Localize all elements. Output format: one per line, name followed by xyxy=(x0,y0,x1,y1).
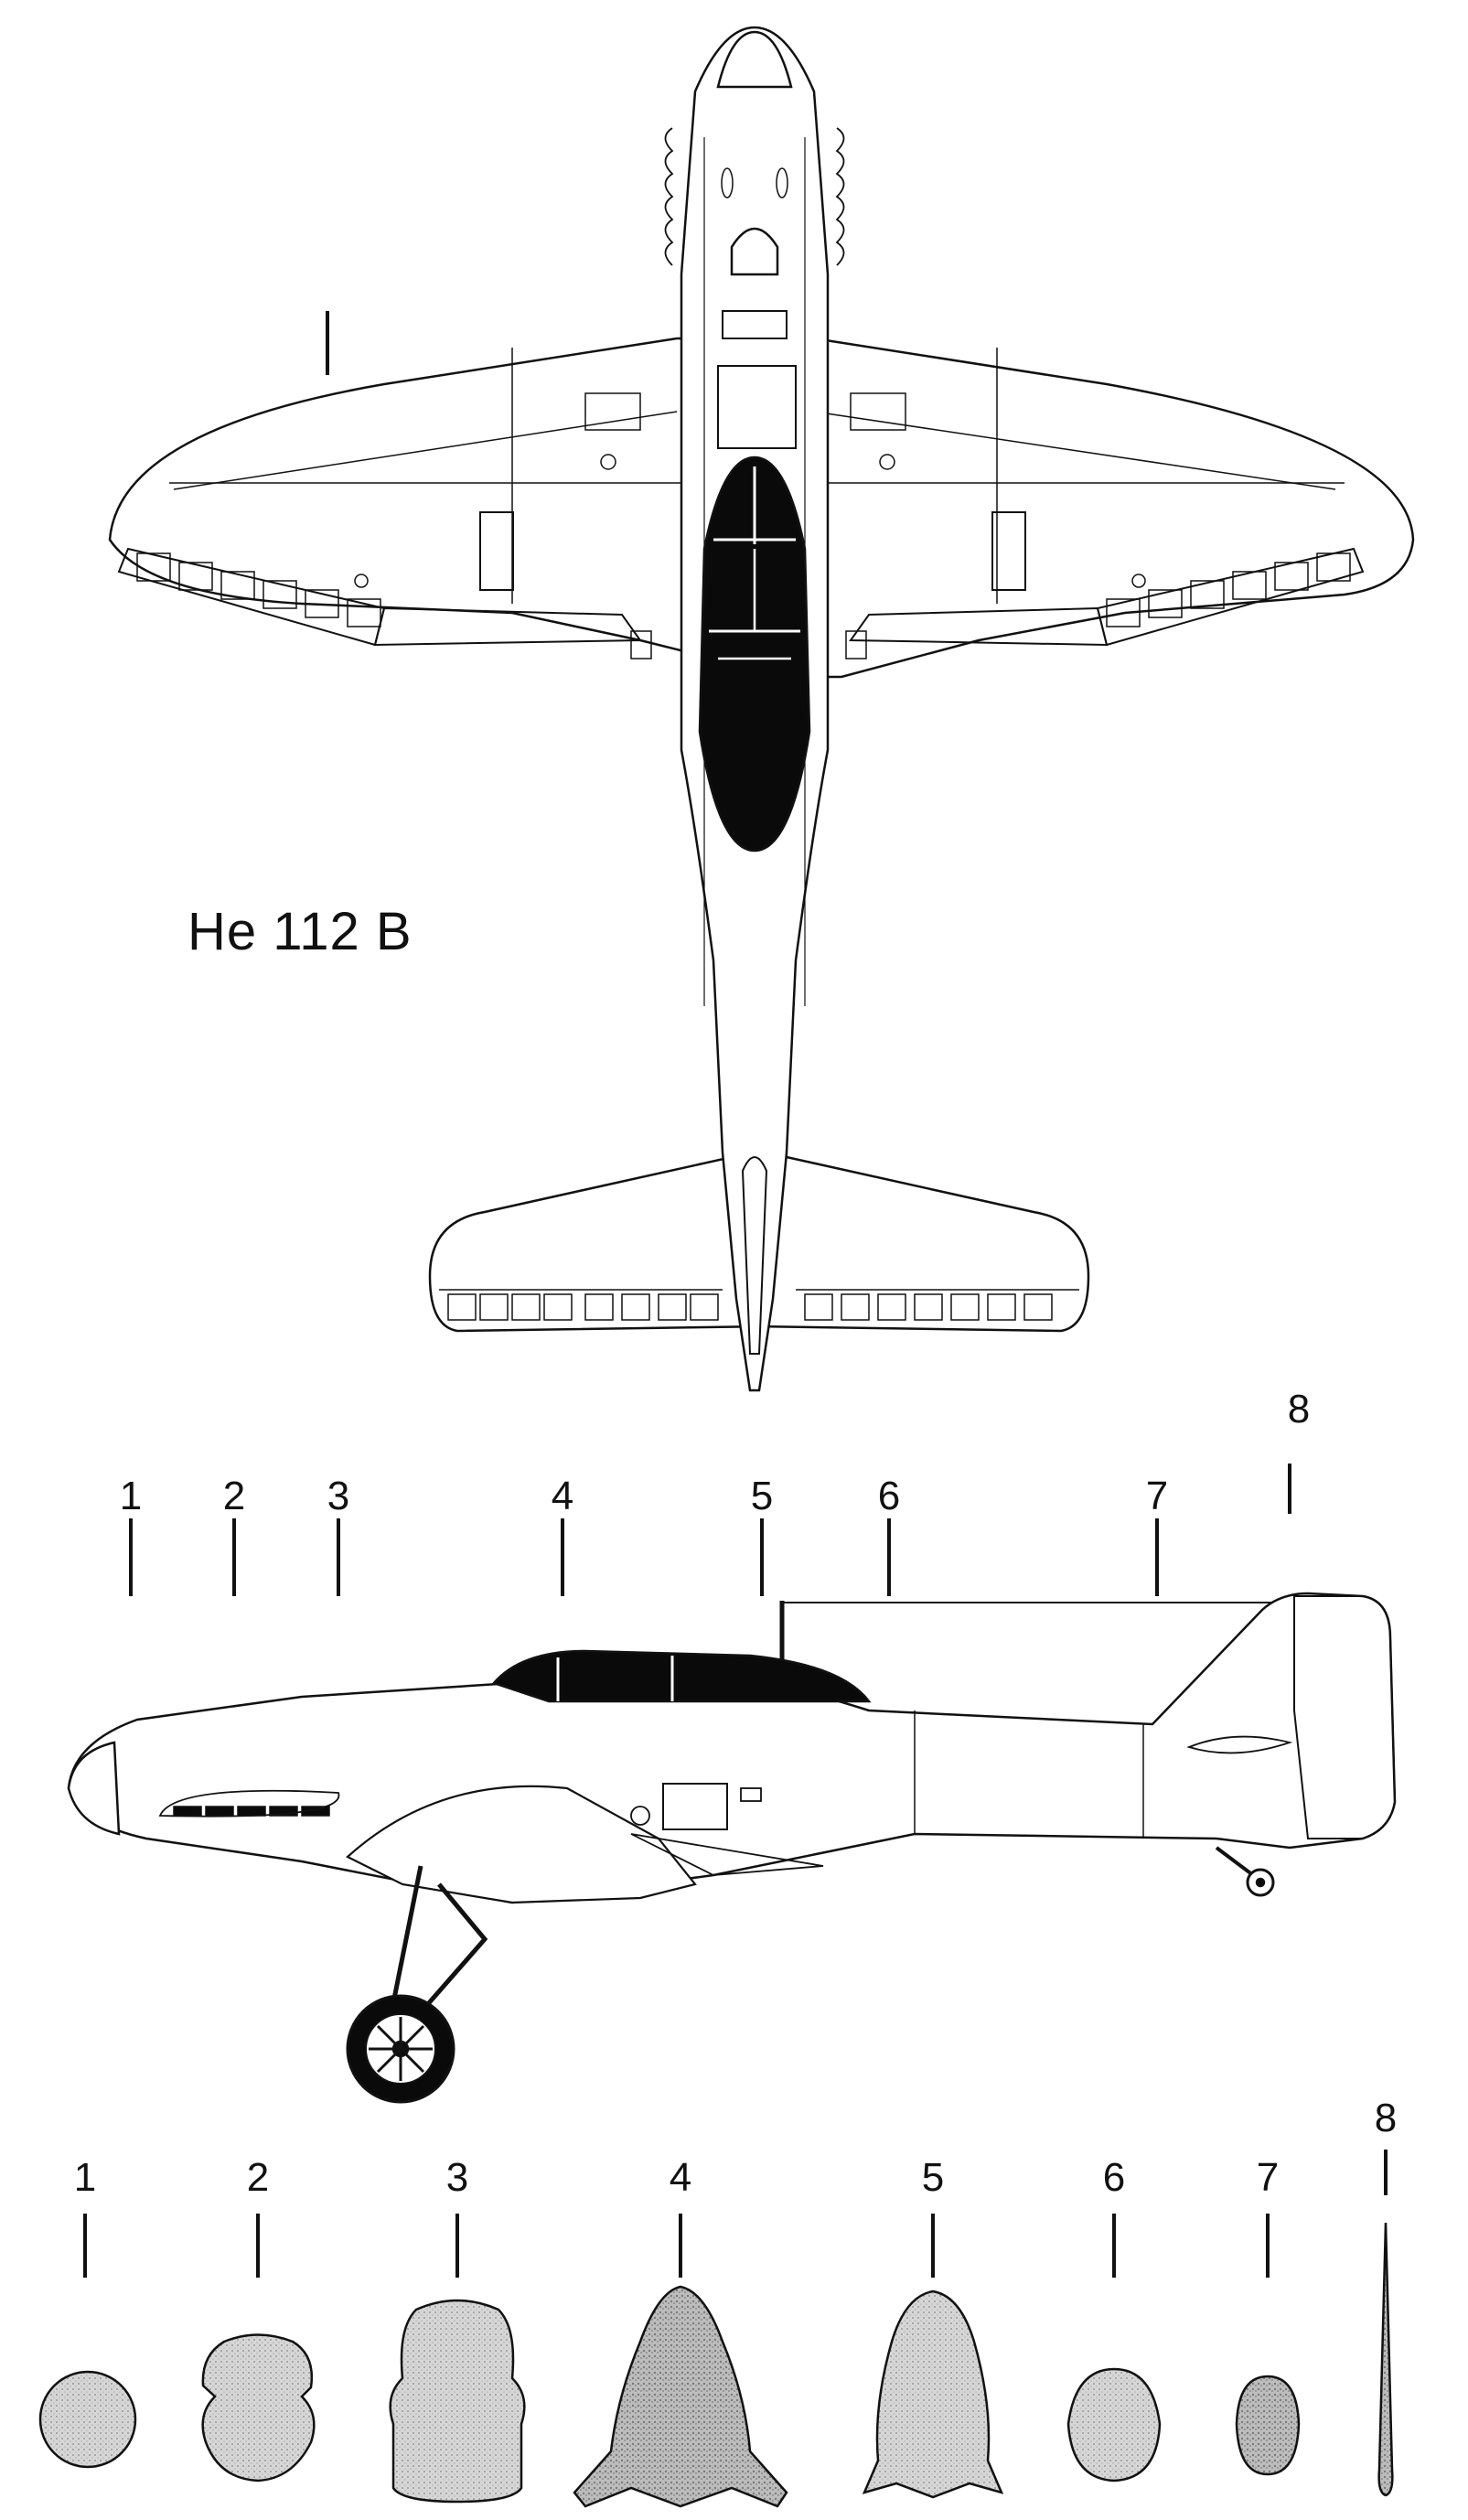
section-7 xyxy=(1235,2375,1301,2476)
side-label-2: 2 xyxy=(223,1474,245,1518)
section-8 xyxy=(1377,2222,1394,2497)
station-ticks xyxy=(129,1464,1291,1596)
side-label-6: 6 xyxy=(878,1474,900,1518)
top-view xyxy=(108,26,1415,1392)
canopy-side xyxy=(491,1649,872,1703)
canopy-top xyxy=(698,456,811,853)
side-view xyxy=(67,1464,1397,2104)
fuselage-side xyxy=(67,1592,1397,1904)
side-label-4: 4 xyxy=(552,1474,573,1518)
side-label-1: 1 xyxy=(120,1474,142,1518)
section-label-2: 2 xyxy=(247,2155,269,2200)
section-label-6: 6 xyxy=(1103,2155,1125,2200)
side-label-3: 3 xyxy=(327,1474,349,1518)
aircraft-title: He 112 B xyxy=(188,902,413,961)
section-5 xyxy=(862,2289,1004,2499)
section-label-4: 4 xyxy=(670,2155,691,2200)
section-4 xyxy=(573,2285,788,2508)
section-label-1: 1 xyxy=(74,2155,96,2200)
side-label-8: 8 xyxy=(1288,1387,1310,1432)
side-label-7: 7 xyxy=(1146,1474,1168,1518)
section-label-5: 5 xyxy=(922,2155,944,2200)
section-1 xyxy=(38,2370,137,2469)
side-label-5: 5 xyxy=(751,1474,773,1518)
side-station-labels: 1 2 3 4 5 6 7 8 xyxy=(120,1387,1310,1518)
section-3 xyxy=(389,2299,526,2504)
section-2 xyxy=(201,2333,316,2482)
section-label-7: 7 xyxy=(1257,2155,1279,2200)
tailplane xyxy=(428,1155,775,1333)
section-6 xyxy=(1066,2367,1162,2482)
section-label-3: 3 xyxy=(446,2155,468,2200)
cross-sections: 1 2 3 4 5 6 7 8 xyxy=(38,2096,1397,2508)
section-label-8: 8 xyxy=(1375,2096,1397,2140)
